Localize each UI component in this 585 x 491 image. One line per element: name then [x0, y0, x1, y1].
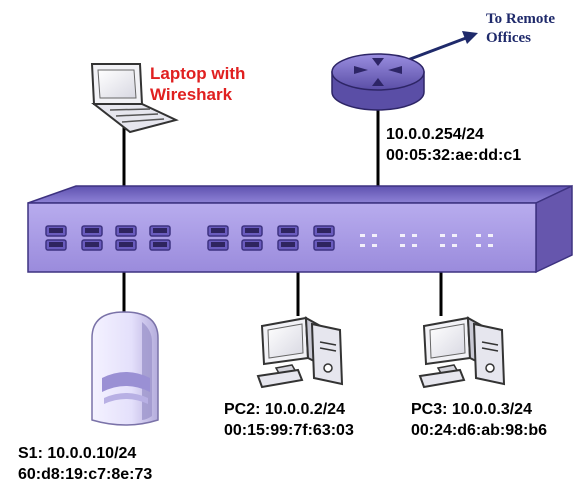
- pc3-ip: PC3: 10.0.0.3/24: [411, 401, 532, 418]
- pc2-label: PC2: 10.0.0.2/24 00:15:99:7f:63:03: [224, 399, 354, 441]
- s1-label: S1: 10.0.0.10/24 60:d8:19:c7:8e:73: [18, 443, 152, 485]
- pc2-mac: 00:15:99:7f:63:03: [224, 422, 354, 439]
- remote-offices-label: To Remote Offices: [486, 10, 555, 48]
- router-ip: 10.0.0.254/24: [386, 126, 484, 143]
- network-switch-icon: [27, 184, 573, 274]
- server-icon: [91, 311, 159, 426]
- s1-mac: 60:d8:19:c7:8e:73: [18, 466, 153, 483]
- remote-offices-line1: To Remote: [486, 11, 556, 27]
- pc3-mac: 00:24:d6:ab:98:b6: [411, 422, 548, 439]
- laptop-label-line1: Laptop with: [150, 64, 246, 83]
- laptop-icon: [90, 63, 179, 134]
- pc3-label: PC3: 10.0.0.3/24 00:24:d6:ab:98:b6: [411, 399, 547, 441]
- router-mac: 00:05:32:ae:dd:c1: [386, 147, 522, 164]
- router-icon: [331, 53, 425, 111]
- desktop-pc-icon: [419, 317, 505, 388]
- laptop-label-line2: Wireshark: [150, 85, 233, 104]
- router-label: 10.0.0.254/24 00:05:32:ae:dd:c1: [386, 124, 521, 166]
- laptop-label: Laptop with Wireshark: [150, 63, 245, 105]
- remote-offices-line2: Offices: [486, 30, 531, 46]
- pc2-ip: PC2: 10.0.0.2/24: [224, 401, 345, 418]
- s1-ip: S1: 10.0.0.10/24: [18, 445, 137, 462]
- desktop-pc-icon: [257, 317, 343, 388]
